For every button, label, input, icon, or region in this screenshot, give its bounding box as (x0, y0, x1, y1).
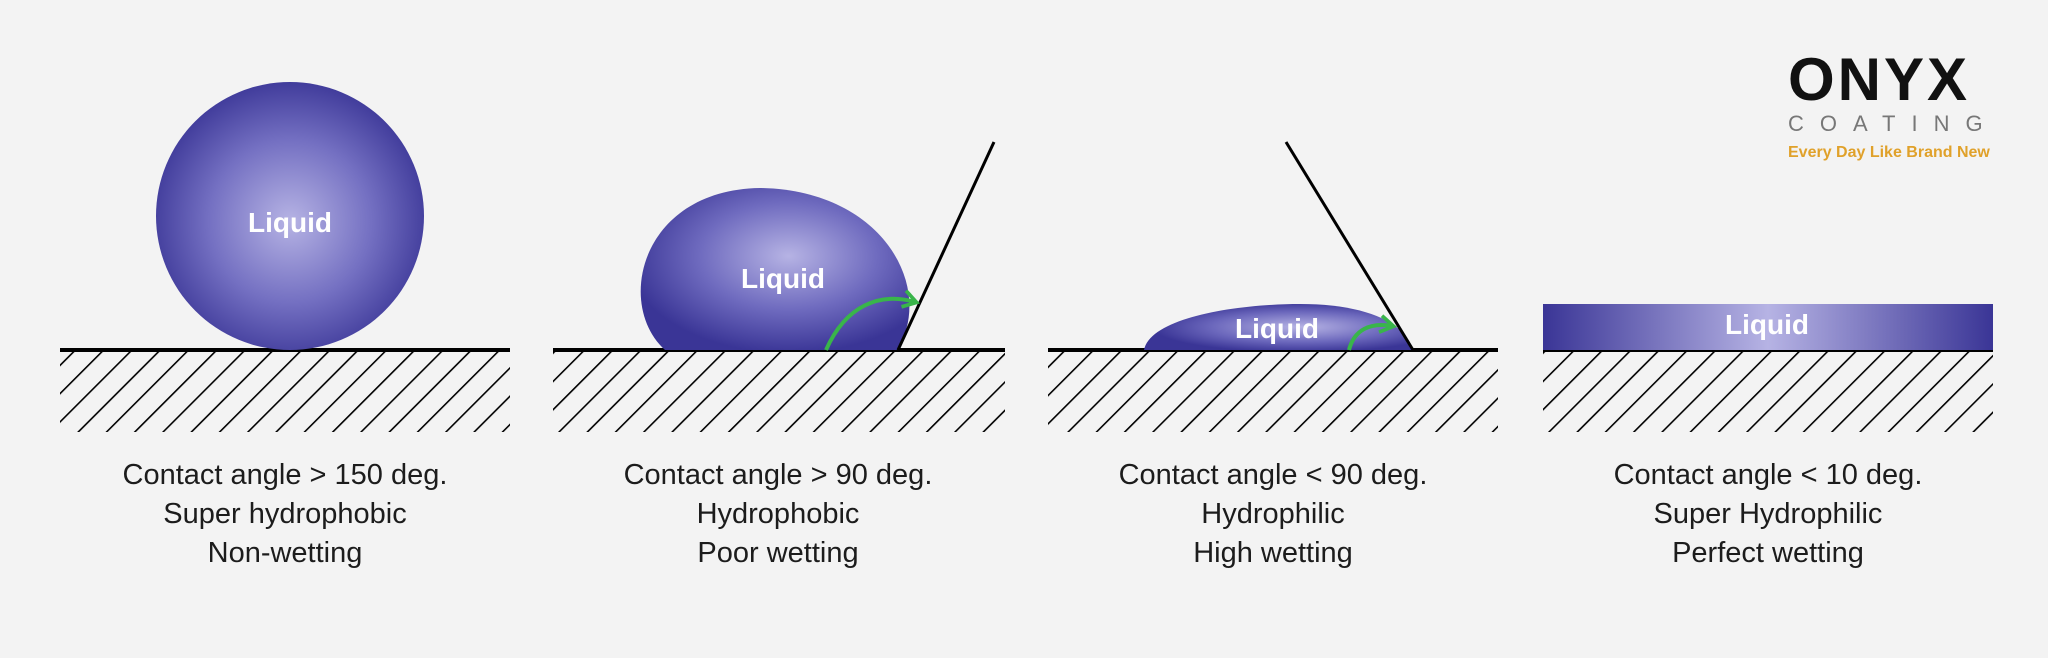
wetting-type-text: Super hydrophobic (163, 498, 407, 530)
contact-angle-arrow (1347, 314, 1398, 351)
liquid-label: Liquid (741, 263, 825, 294)
wetting-level-text: Poor wetting (697, 537, 859, 569)
wetting-type-text: Super Hydrophilic (1653, 498, 1883, 530)
surface-hatch (1543, 350, 1993, 432)
contact-angle-text: Contact angle > 90 deg. (623, 459, 933, 491)
logo-brand: ONYX (1788, 46, 1971, 113)
wetting-level-text: Perfect wetting (1672, 537, 1864, 569)
logo-subtitle: COATING (1788, 111, 1999, 136)
liquid-film (1543, 304, 1993, 350)
caption-super-hydrophobic: Contact angle > 150 deg. Super hydrophob… (55, 456, 515, 573)
caption-hydrophobic: Contact angle > 90 deg. Hydrophobic Poor… (548, 456, 1008, 573)
surface-hatch (1048, 350, 1498, 432)
liquid-label: Liquid (1725, 309, 1809, 340)
surface-hatch (553, 350, 1005, 432)
panel-hydrophilic: Liquid (1048, 141, 1498, 432)
wetting-type-text: Hydrophilic (1201, 498, 1345, 530)
surface-hatch (60, 350, 510, 432)
contact-angle-arrow (824, 289, 920, 351)
logo-tagline: Every Day Like Brand New (1788, 144, 1990, 161)
contact-angle-text: Contact angle > 150 deg. (122, 459, 448, 491)
onyx-logo: ONYX COATING Every Day Like Brand New (1788, 50, 2018, 162)
contact-angle-text: Contact angle < 90 deg. (1118, 459, 1428, 491)
liquid-label: Liquid (248, 207, 332, 238)
caption-hydrophilic: Contact angle < 90 deg. Hydrophilic High… (1043, 456, 1503, 573)
panel-super-hydrophobic: Liquid (60, 82, 510, 432)
liquid-drop (640, 188, 910, 350)
liquid-sphere (156, 82, 424, 350)
tangent-line (896, 141, 996, 351)
contact-angle-text: Contact angle < 10 deg. (1613, 459, 1923, 491)
liquid-drop (1144, 304, 1413, 350)
wetting-level-text: High wetting (1193, 537, 1353, 569)
caption-super-hydrophilic: Contact angle < 10 deg. Super Hydrophili… (1538, 456, 1998, 573)
panel-super-hydrophilic: Liquid (1543, 304, 1993, 432)
liquid-label: Liquid (1235, 313, 1319, 344)
panel-hydrophobic: Liquid (553, 141, 1005, 432)
wetting-level-text: Non-wetting (207, 537, 363, 569)
wetting-type-text: Hydrophobic (696, 498, 860, 530)
